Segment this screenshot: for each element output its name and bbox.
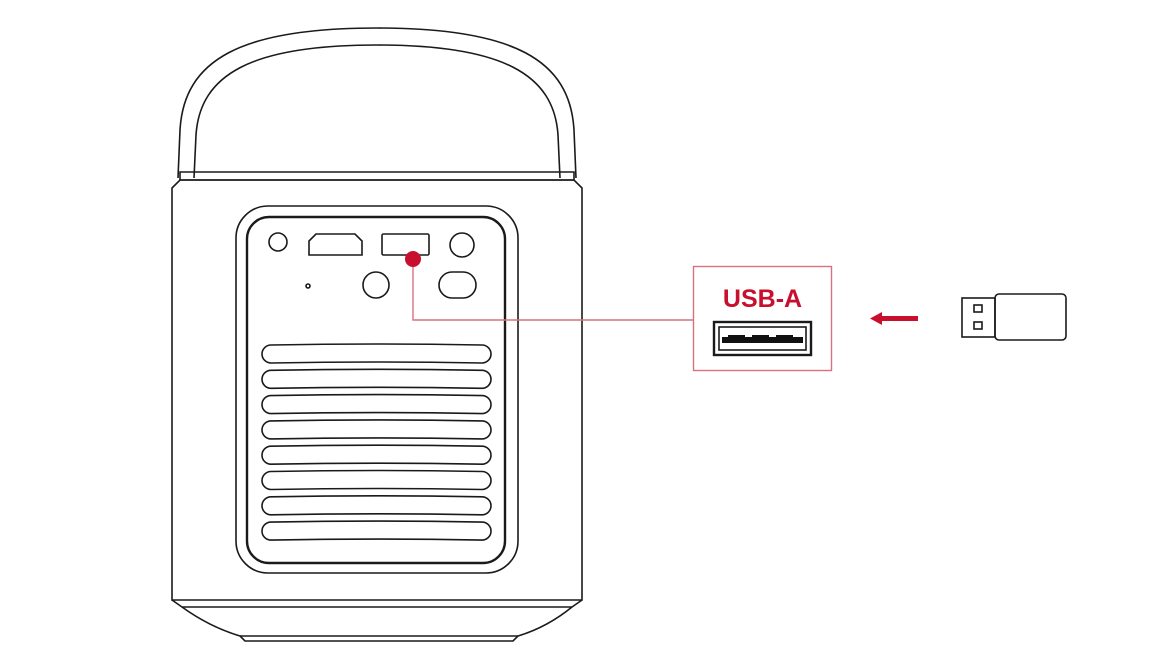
usb-flash-drive-icon — [961, 293, 1067, 341]
usb-a-port-icon — [712, 320, 813, 357]
projector-body — [171, 171, 583, 642]
reset-pinhole — [305, 283, 311, 289]
ports — [268, 232, 477, 299]
vent-slot — [261, 343, 492, 364]
vent-slot — [261, 520, 492, 541]
vent-slot — [261, 495, 492, 516]
hdmi-port — [308, 233, 363, 256]
vent-slot — [261, 419, 492, 440]
callout-label: USB-A — [722, 285, 803, 313]
callout-leader — [405, 251, 693, 321]
usb-port — [381, 233, 430, 256]
projector-handle — [177, 27, 577, 179]
rear-panel — [235, 205, 519, 574]
dc-port — [438, 271, 477, 299]
callout-marker — [405, 251, 421, 267]
vent-slots — [261, 343, 492, 541]
port-circle-3 — [362, 271, 390, 299]
callout-box — [692, 265, 833, 372]
vent-slot — [261, 469, 492, 491]
vent-slot — [261, 393, 492, 415]
vent-slot — [261, 368, 492, 390]
insert-arrow-icon — [870, 312, 918, 325]
vent-slot — [261, 444, 492, 466]
port-circle-2 — [449, 232, 475, 258]
port-circle-1 — [268, 232, 288, 252]
